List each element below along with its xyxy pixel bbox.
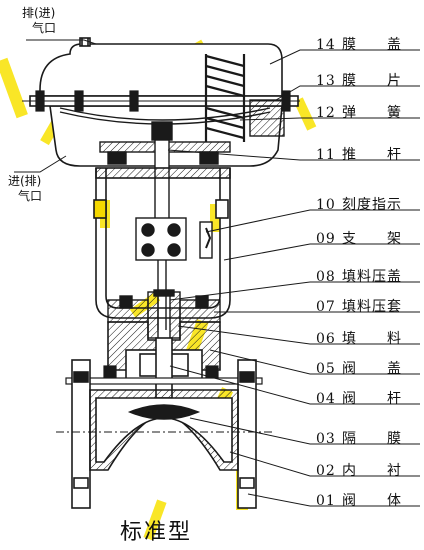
bonnet xyxy=(107,321,221,399)
inlet-exhaust-port-label-side: 进(排) 气口 xyxy=(8,174,43,203)
body-bolts xyxy=(65,365,263,385)
spring xyxy=(204,54,246,142)
valve-body xyxy=(56,359,272,509)
stroke-indicator xyxy=(135,217,213,330)
diaphragm xyxy=(59,99,285,137)
exhaust-inlet-port-label-top: 排(进) 气口 xyxy=(22,6,57,35)
leader-lines xyxy=(14,39,420,507)
yoke-bracket xyxy=(93,167,231,319)
diagram-caption: 标准型 xyxy=(120,520,193,545)
